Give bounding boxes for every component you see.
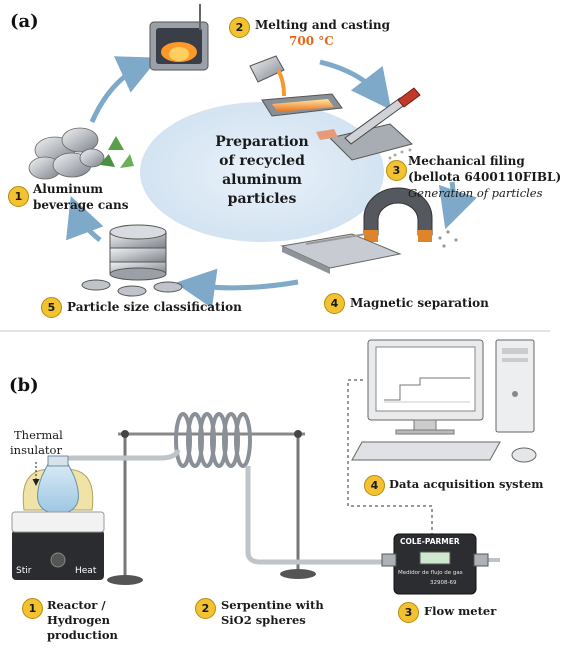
thermal-insulator-line-2: insulator: [10, 443, 62, 457]
recycle-icon: [99, 136, 134, 168]
step-5-label: Particle size classification: [67, 300, 242, 314]
step-5-badge: 5: [41, 297, 62, 318]
cycle-arrow-2-to-3: [319, 59, 392, 110]
step-1-label-line-2: beverage cans: [33, 198, 129, 212]
hotplate-stir-label: Stir: [16, 566, 32, 576]
center-title-line-3: aluminum: [222, 172, 302, 188]
sample-dishes-illustration: [81, 279, 183, 297]
filing-illustration: [316, 87, 421, 161]
cycle-arrow-5-to-1: [66, 195, 104, 242]
flow-meter-caption: Medidor de flujo de gas: [398, 570, 463, 576]
serpentine-coil-illustration: [174, 412, 252, 468]
crucible-illustration: [149, 4, 209, 71]
step-3-label-line-2: (bellota 6400110FIBL): [408, 170, 561, 184]
component-2-label-line-2: SiO2 spheres: [221, 613, 306, 627]
panel-b-label: (b): [9, 375, 39, 396]
flow-meter-brand: COLE-PARMER: [400, 537, 460, 546]
step-3-subtitle: Generation of particles: [408, 186, 543, 200]
crushed-cans-illustration: [28, 127, 105, 180]
step-3-label-line-1: Mechanical filing: [408, 154, 525, 168]
panel-a-label: (a): [10, 11, 39, 32]
reactor-illustration: [11, 455, 105, 580]
center-title-line-2: of recycled: [219, 153, 305, 169]
casting-mold-illustration: [249, 55, 343, 117]
retort-stand-right: [280, 430, 316, 579]
hotplate-heat-label: Heat: [75, 566, 97, 576]
component-4-label: Data acquisition system: [389, 477, 544, 491]
computer-illustration: [351, 339, 537, 463]
step-2-badge: 2: [229, 17, 250, 38]
component-1-label-line-3: production: [47, 628, 118, 642]
center-title-line-4: particles: [227, 191, 297, 207]
component-2-badge: 2: [195, 598, 216, 619]
panel-a: [28, 4, 477, 309]
step-4-badge: 4: [324, 293, 345, 314]
panel-b: [11, 339, 537, 595]
flow-meter-model: 32908-69: [430, 580, 457, 586]
separation-tray-illustration: [280, 233, 402, 274]
data-signal-line: [347, 379, 433, 548]
component-3-label: Flow meter: [424, 604, 497, 618]
cycle-arrow-4-to-5: [175, 268, 299, 309]
flow-meter-illustration: [381, 533, 489, 595]
tubing-coil-to-meter: [245, 466, 392, 565]
step-4-label: Magnetic separation: [350, 296, 489, 310]
component-3-badge: 3: [398, 602, 419, 623]
center-title-line-1: Preparation: [215, 134, 309, 150]
step-1-label-line-1: Aluminum: [33, 182, 103, 196]
component-2-label-line-1: Serpentine with: [221, 598, 324, 612]
cycle-arrow-1-to-2: [89, 56, 159, 123]
step-2-temperature: 700 °C: [289, 34, 334, 48]
step-3-badge: 3: [386, 160, 407, 181]
step-2-label: Melting and casting: [255, 18, 390, 32]
sieve-stack-illustration: [109, 224, 167, 281]
component-1-label-line-2: Hydrogen: [47, 613, 111, 627]
cycle-arrow-3-to-4: [438, 181, 477, 230]
component-4-badge: 4: [364, 475, 385, 496]
component-1-label-line-1: Reactor /: [47, 598, 106, 612]
thermal-insulator-line-1: Thermal: [14, 428, 63, 442]
step-1-badge: 1: [8, 186, 29, 207]
magnet-illustration: [363, 187, 458, 248]
component-1-badge: 1: [22, 598, 43, 619]
